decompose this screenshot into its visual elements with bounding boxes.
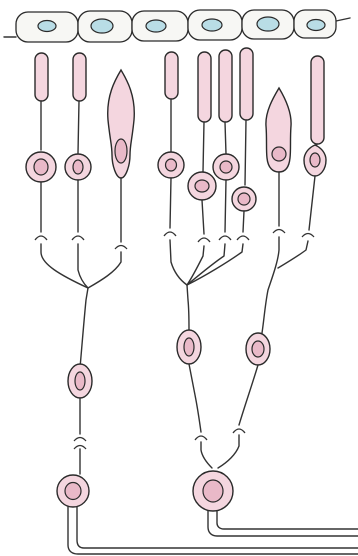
rod-photoreceptor bbox=[188, 52, 216, 242]
rpe-nucleus bbox=[91, 19, 113, 33]
rpe-nucleus bbox=[146, 20, 166, 32]
cone-nucleus bbox=[272, 147, 286, 161]
ganglion-axon bbox=[68, 507, 358, 554]
rod-photoreceptor bbox=[232, 48, 256, 240]
rod-outer-segment bbox=[73, 53, 86, 101]
rod-nucleus bbox=[73, 160, 83, 174]
rod-photoreceptor bbox=[65, 53, 91, 240]
rpe-nucleus bbox=[307, 20, 325, 31]
rod-outer-segment bbox=[219, 50, 232, 122]
rod-photoreceptor bbox=[213, 50, 239, 240]
pigment-epithelium-layer bbox=[4, 10, 350, 42]
rod-nucleus bbox=[195, 180, 209, 192]
bipolar-cell-right bbox=[233, 237, 308, 433]
cone-pedicle bbox=[273, 230, 285, 234]
rpe-nucleus bbox=[38, 21, 56, 32]
rod-nucleus bbox=[238, 193, 250, 205]
rod-photoreceptor bbox=[26, 53, 56, 240]
rod-photoreceptor bbox=[158, 52, 184, 236]
rod-nucleus bbox=[310, 153, 320, 167]
cone-photoreceptor bbox=[108, 70, 135, 249]
rod-outer-segment bbox=[165, 52, 178, 99]
bipolar-nucleus bbox=[75, 372, 85, 390]
rod-spherule bbox=[72, 236, 84, 240]
bipolar-terminal bbox=[74, 438, 86, 442]
bipolar-cell-left bbox=[41, 244, 121, 474]
cone-nucleus bbox=[115, 139, 127, 163]
rod-spherule bbox=[198, 238, 210, 242]
ganglion-nucleus bbox=[203, 480, 223, 502]
cone-photoreceptor bbox=[266, 88, 291, 233]
rod-nucleus bbox=[34, 159, 48, 175]
ganglion-nucleus bbox=[65, 483, 81, 500]
rpe-nucleus bbox=[257, 17, 279, 31]
rod-outer-segment bbox=[240, 48, 253, 120]
bipolar-cell-middle bbox=[170, 240, 243, 440]
rod-spherule bbox=[237, 236, 249, 240]
rod-nucleus bbox=[166, 159, 177, 171]
rod-outer-segment bbox=[311, 56, 324, 144]
cone-pedicle bbox=[115, 246, 127, 250]
rod-photoreceptor bbox=[302, 56, 326, 237]
bipolar-terminal bbox=[195, 436, 207, 440]
bipolar-nucleus bbox=[252, 341, 264, 357]
rod-outer-segment bbox=[198, 52, 211, 122]
rod-spherule bbox=[164, 232, 176, 236]
bipolar-nucleus bbox=[184, 338, 194, 356]
rod-spherule bbox=[35, 236, 47, 240]
bipolar-terminal bbox=[233, 429, 245, 433]
ganglion-axon bbox=[217, 511, 358, 529]
rod-nucleus bbox=[220, 161, 232, 173]
rpe-nucleus bbox=[202, 19, 222, 31]
rod-outer-segment bbox=[35, 53, 48, 101]
rod-spherule bbox=[219, 236, 231, 240]
ganglion-cell-right bbox=[193, 471, 358, 536]
ganglion-axon bbox=[208, 511, 358, 536]
rod-spherule bbox=[302, 234, 314, 238]
rpe-edge-right bbox=[336, 18, 350, 21]
